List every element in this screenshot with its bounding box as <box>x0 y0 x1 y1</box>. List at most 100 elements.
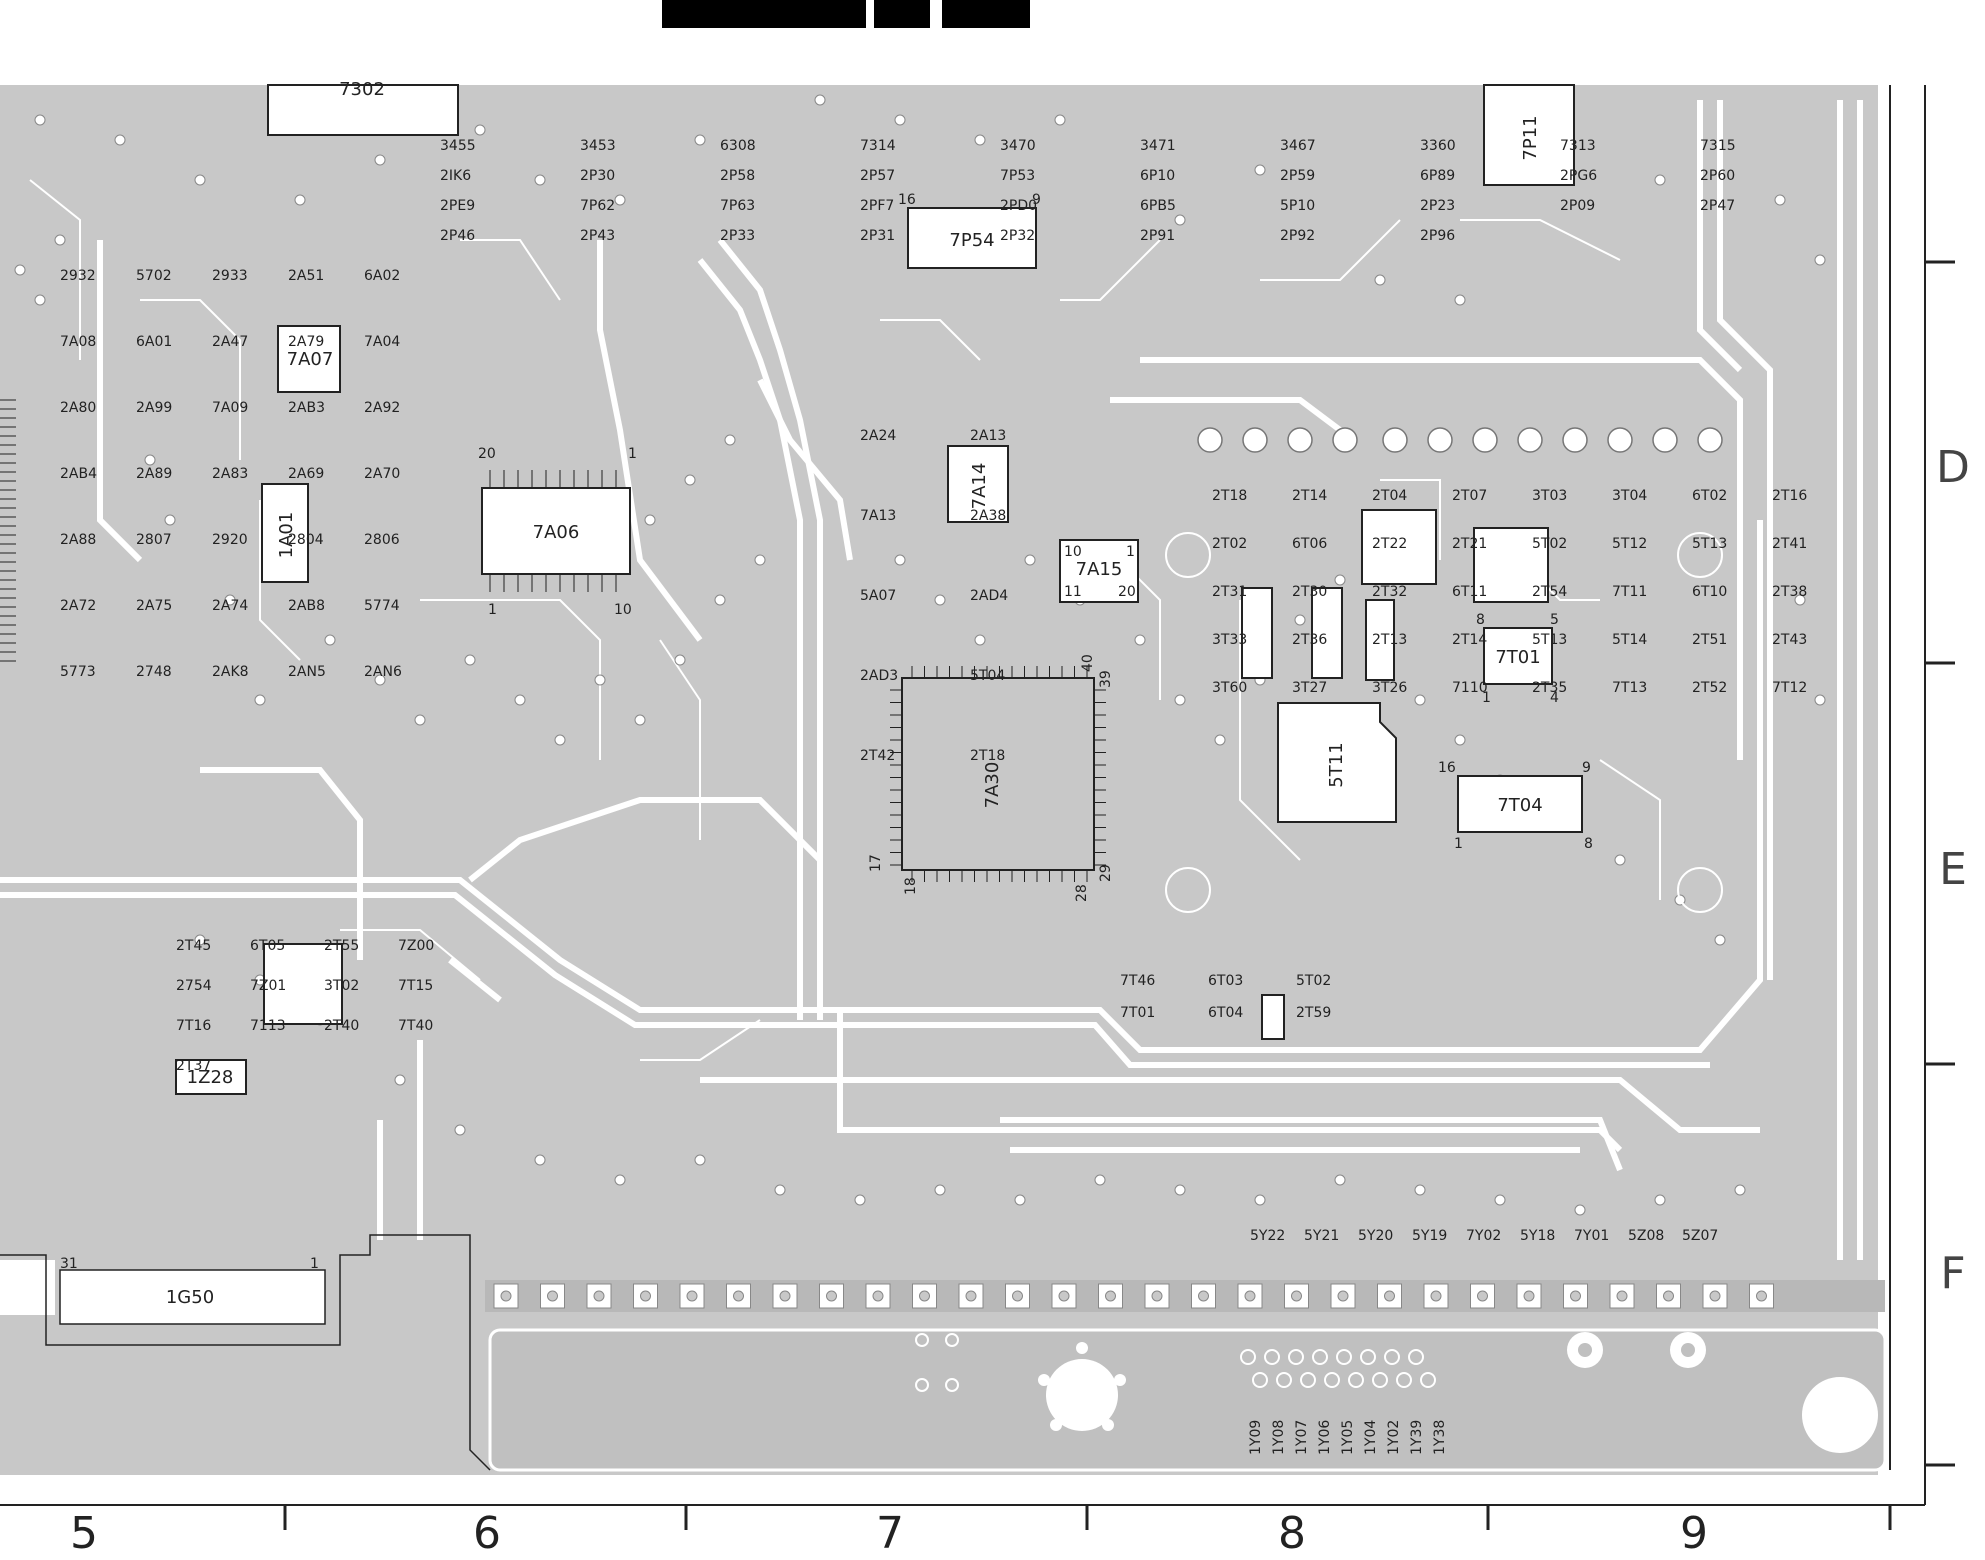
component-label: 2P32 <box>1000 228 1035 244</box>
connector-1y-label: 1Y38 <box>1432 1420 1448 1455</box>
component-label: 2T59 <box>1296 1005 1331 1021</box>
xtal-1a01: 1A01 <box>261 483 309 583</box>
pad-hole <box>1523 1290 1535 1302</box>
ic-7t04-pin: 8 <box>1584 836 1593 852</box>
board-edge <box>1878 85 1888 1475</box>
component-label: 5T02 <box>1296 973 1331 989</box>
ic-7t01-pin: 8 <box>1476 612 1485 628</box>
round-pads <box>1197 427 1723 453</box>
grid-col-5: 5 <box>70 1508 98 1556</box>
pad-hole <box>547 1290 558 1302</box>
ic-7a07: 7A07 <box>277 325 341 393</box>
component-label: 2A51 <box>288 268 324 284</box>
component-label: 2T13 <box>1372 632 1407 648</box>
component-label: 2T38 <box>1772 584 1807 600</box>
grid-row-labels: D E F <box>1936 442 1970 1299</box>
component-label: 5Y20 <box>1358 1228 1393 1244</box>
lower-zone <box>488 1328 1887 1472</box>
component-label: 7T12 <box>1772 680 1807 696</box>
component-label: 5A07 <box>860 588 896 604</box>
connector-1y-label: 1Y05 <box>1340 1420 1356 1455</box>
ic-7a30-pin: 39 <box>1098 670 1114 688</box>
component-label: 2A99 <box>136 400 172 416</box>
pad-hole <box>1477 1290 1488 1302</box>
traces <box>0 100 1863 1260</box>
component-label: 7P62 <box>580 198 615 214</box>
ic-7a30-pin: 29 <box>1098 864 1114 882</box>
mount-hole-ring <box>1038 1342 1126 1431</box>
connector-1y-label: 1Y08 <box>1271 1420 1287 1455</box>
ic-7302-label: 7302 <box>339 79 385 100</box>
component-label: 7113 <box>250 1018 286 1034</box>
pad-hole <box>1012 1290 1023 1302</box>
component-label: 5Y18 <box>1520 1228 1555 1244</box>
component-label: 2P47 <box>1700 198 1735 214</box>
xtal-1a01-label: 1A01 <box>276 512 297 559</box>
pad-hole <box>1709 1290 1721 1302</box>
component-label: 2AN6 <box>364 664 402 680</box>
component-label: 2A89 <box>136 466 172 482</box>
component-label: 2A83 <box>212 466 248 482</box>
pad-hole <box>779 1290 791 1302</box>
board-outline-bottom-left <box>0 1234 491 1471</box>
component-label: 2IK6 <box>440 168 471 184</box>
component-label: 2807 <box>136 532 172 548</box>
connector-1y-label: 1Y02 <box>1386 1420 1402 1455</box>
component-label: 2AN5 <box>288 664 326 680</box>
component-label: 2P09 <box>1560 198 1595 214</box>
component-label: 2T02 <box>1212 536 1247 552</box>
component-label: 2A88 <box>60 532 96 548</box>
component-label: 2T14 <box>1292 488 1327 504</box>
square-pad <box>1144 1283 1170 1309</box>
column-ticks <box>283 1505 1892 1530</box>
component-label: 3453 <box>580 138 616 154</box>
grid-row-d: D <box>1936 442 1970 493</box>
component-label: 7T16 <box>176 1018 211 1034</box>
component-label: 2A69 <box>288 466 324 482</box>
connector-1y-label: 1Y04 <box>1363 1420 1379 1455</box>
connector-1y-label: 1Y09 <box>1248 1420 1264 1455</box>
component-label: 7T15 <box>398 978 433 994</box>
component-label: 6T11 <box>1452 584 1487 600</box>
component-label: 3470 <box>1000 138 1036 154</box>
component-label: 5T04 <box>970 668 1005 684</box>
fiducial-inner <box>1578 1343 1592 1357</box>
component-label: 7P53 <box>1000 168 1035 184</box>
square-pad <box>958 1283 984 1309</box>
pad-hole <box>1430 1290 1442 1302</box>
component-label: 2T18 <box>1212 488 1247 504</box>
square-pad <box>1470 1283 1495 1309</box>
component-label: 2T04 <box>1372 488 1407 504</box>
component-label: 2T07 <box>1452 488 1487 504</box>
small-pads <box>915 1333 959 1392</box>
component-label: 2AD4 <box>970 588 1008 604</box>
conn-1g50-pin: 31 <box>60 1256 78 1272</box>
component-label: 2933 <box>212 268 248 284</box>
component-label: 3T04 <box>1612 488 1647 504</box>
component-label: 2AB4 <box>60 466 97 482</box>
component-label: 5774 <box>364 598 400 614</box>
ic-7a30-pin: 17 <box>868 854 884 872</box>
component-label: 2A72 <box>60 598 96 614</box>
component-label: 5Y21 <box>1304 1228 1339 1244</box>
component-label: 2P30 <box>580 168 615 184</box>
ic-7a07-label: 7A07 <box>287 349 334 370</box>
component-label: 2754 <box>176 978 212 994</box>
component-label: 6A02 <box>364 268 400 284</box>
component-label: 5T13 <box>1692 536 1727 552</box>
component-label: 2T45 <box>176 938 211 954</box>
grid-row-e: E <box>1939 844 1967 895</box>
ic-7a15: 7A15 10 1 11 20 <box>1059 539 1139 603</box>
component-label: 2T31 <box>1212 584 1247 600</box>
component-label: 2T55 <box>324 938 359 954</box>
coil-5t11-label: 5T11 <box>1326 742 1347 787</box>
grid-col-8: 8 <box>1278 1508 1306 1556</box>
component-label: 6P10 <box>1140 168 1175 184</box>
ic-7t04-pin: 16 <box>1438 760 1456 776</box>
component-label: 2A74 <box>212 598 248 614</box>
component-label: 2A24 <box>860 428 896 444</box>
component-label: 2P96 <box>1420 228 1455 244</box>
component-label: 2T18 <box>970 748 1005 764</box>
ic-7302: 7302 <box>267 79 459 136</box>
